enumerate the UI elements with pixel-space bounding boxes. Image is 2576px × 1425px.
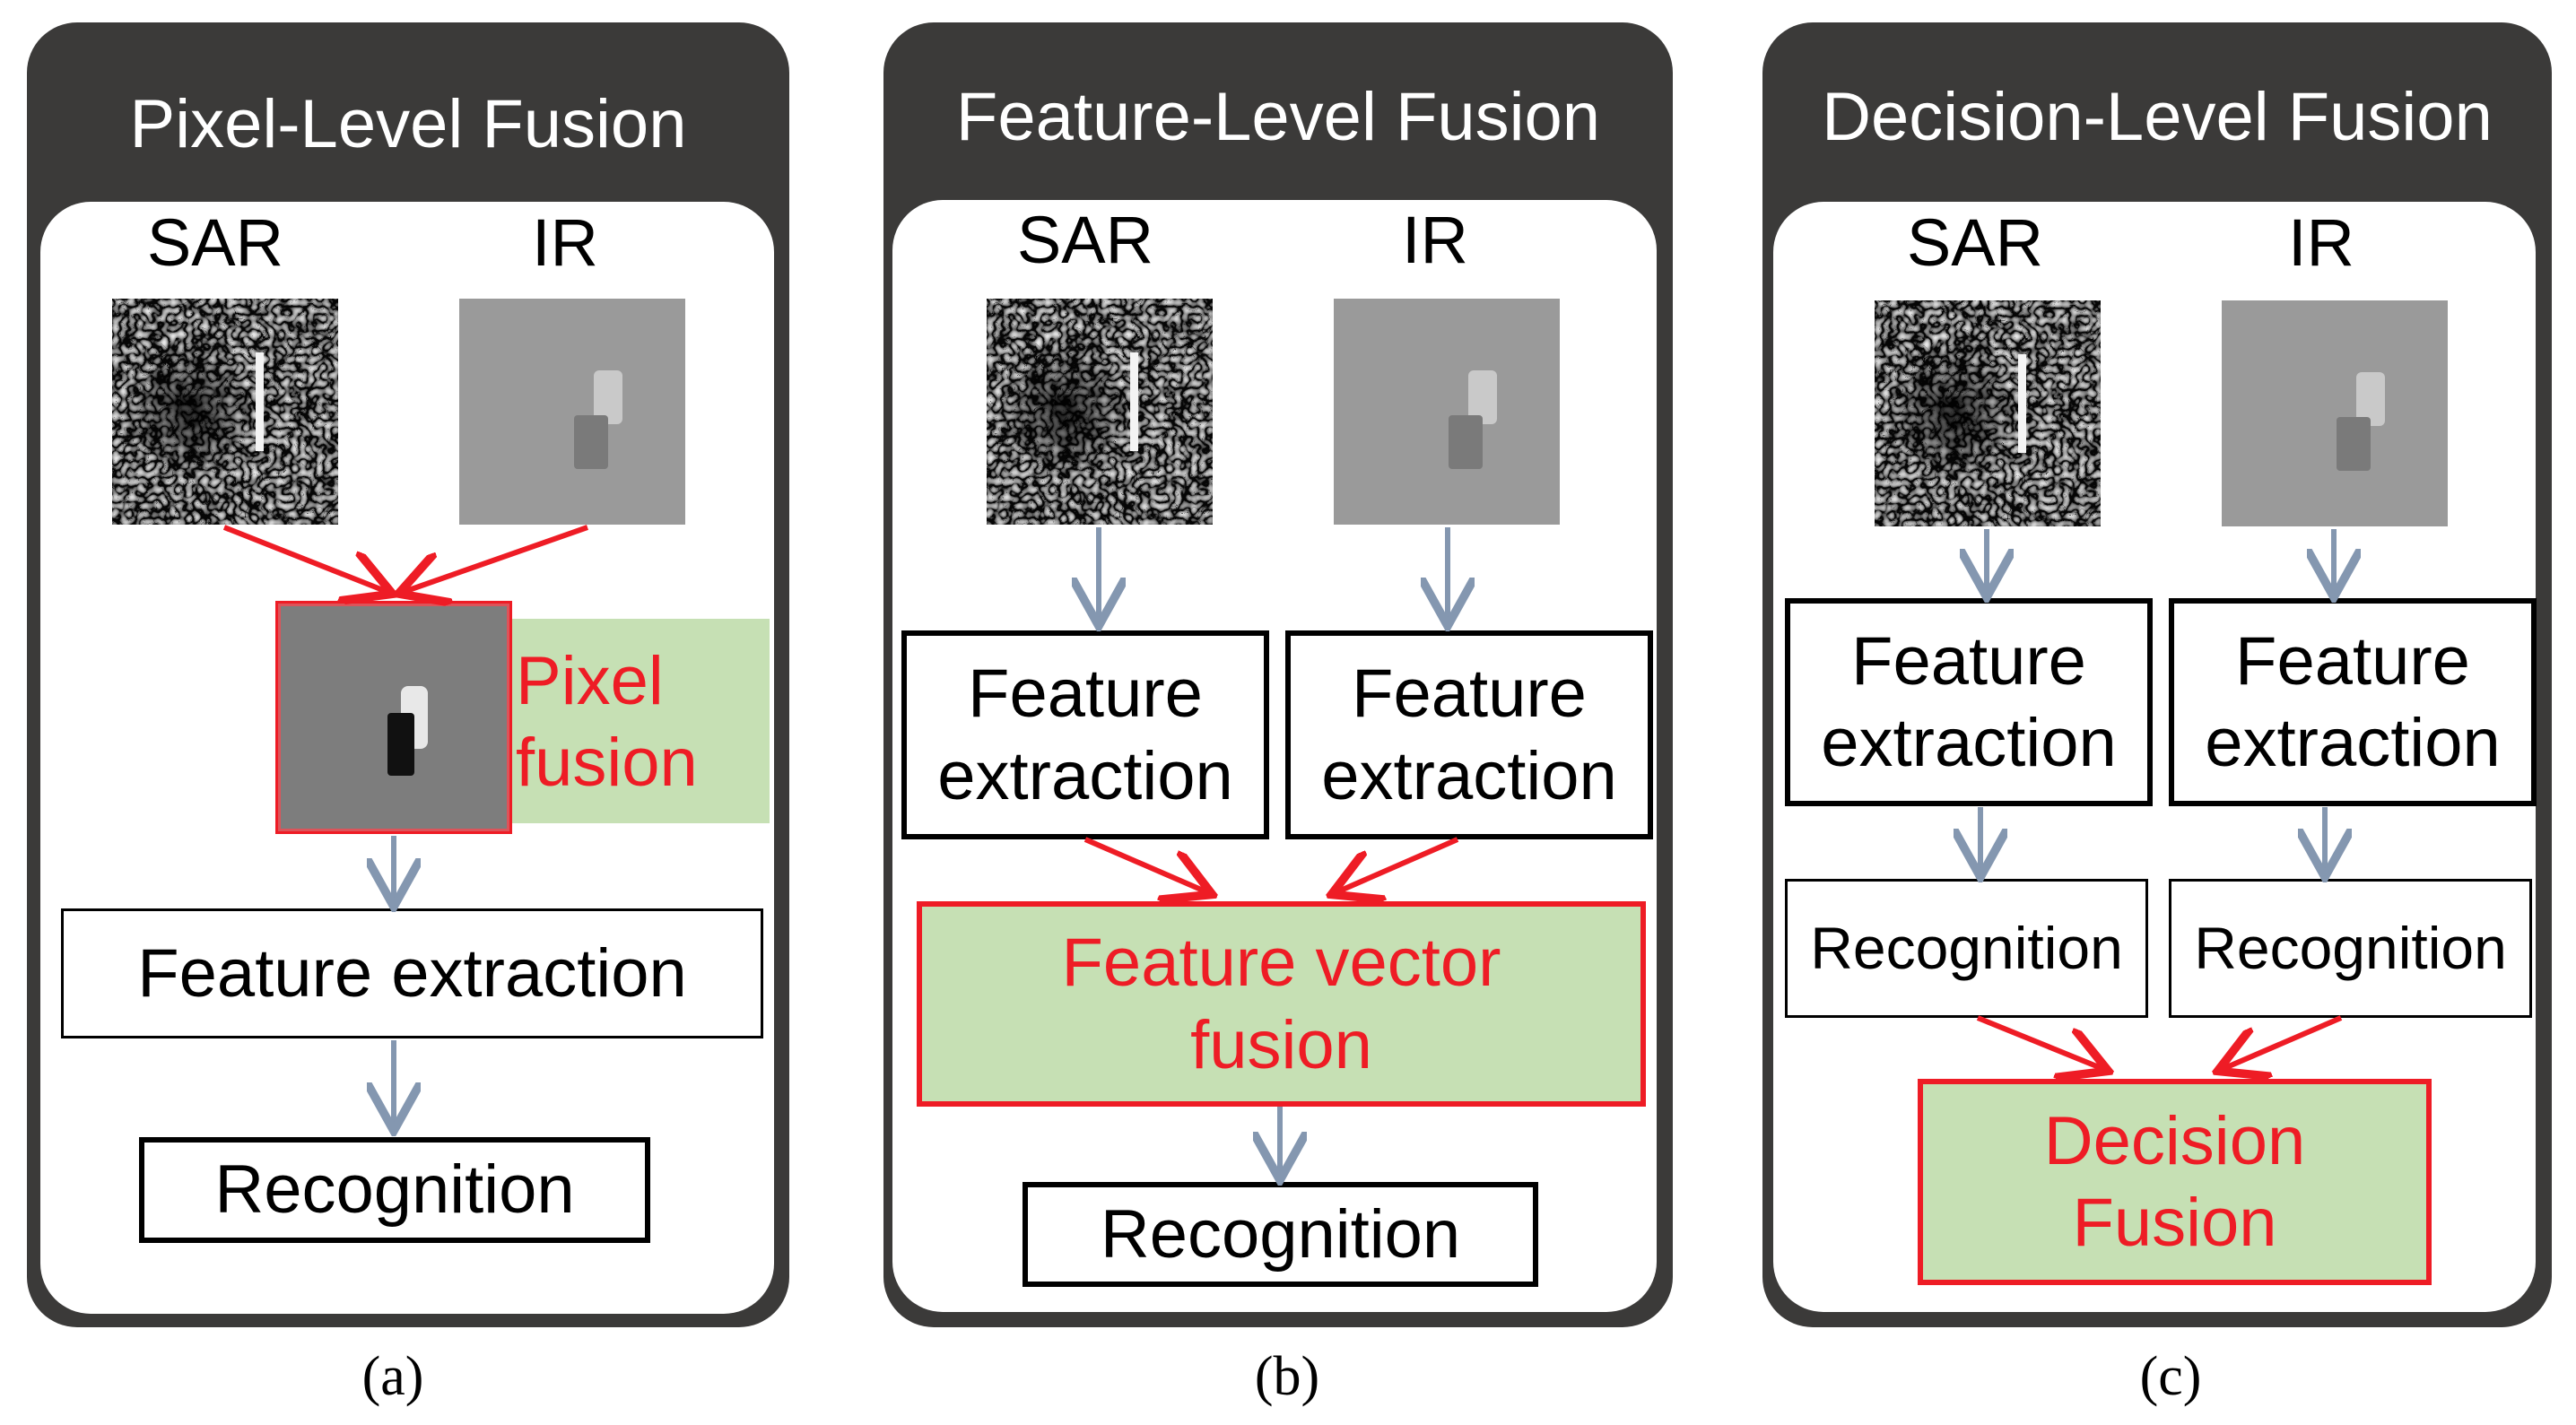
arrow xyxy=(222,525,387,592)
sar-label: SAR xyxy=(1016,203,1154,277)
sar-label: SAR xyxy=(146,205,284,280)
sar-label: SAR xyxy=(1906,205,2044,280)
arrow xyxy=(1083,837,1207,892)
caption-a: (a) xyxy=(361,1346,424,1407)
arrow xyxy=(1976,1015,2103,1069)
feature-extraction-right: Feature extraction xyxy=(2169,598,2537,806)
panel-title: Decision-Level Fusion xyxy=(1822,79,2493,155)
feature-vector-fusion-box: Feature vector fusion xyxy=(917,901,1646,1107)
recognition-right: Recognition xyxy=(2169,879,2532,1018)
caption-c: (c) xyxy=(2139,1346,2202,1407)
ir-label: IR xyxy=(532,205,598,280)
recognition-box: Recognition xyxy=(139,1137,650,1243)
pixel-fusion-label: Pixel fusion xyxy=(516,642,698,801)
feature-extraction-left: Feature extraction xyxy=(901,630,1269,839)
feature-extraction-right: Feature extraction xyxy=(1285,630,1653,839)
arrow xyxy=(2223,1015,2343,1069)
arrow xyxy=(404,525,588,592)
decision-fusion-box: Decision Fusion xyxy=(1918,1079,2432,1285)
arrow xyxy=(1336,837,1459,892)
caption-b: (b) xyxy=(1254,1346,1320,1407)
pixel-fusion-label-bg xyxy=(507,619,770,823)
ir-label: IR xyxy=(1402,203,1468,277)
ir-label: IR xyxy=(2288,205,2354,280)
panel-title: Feature-Level Fusion xyxy=(955,79,1601,155)
panel-title: Pixel-Level Fusion xyxy=(129,86,687,162)
